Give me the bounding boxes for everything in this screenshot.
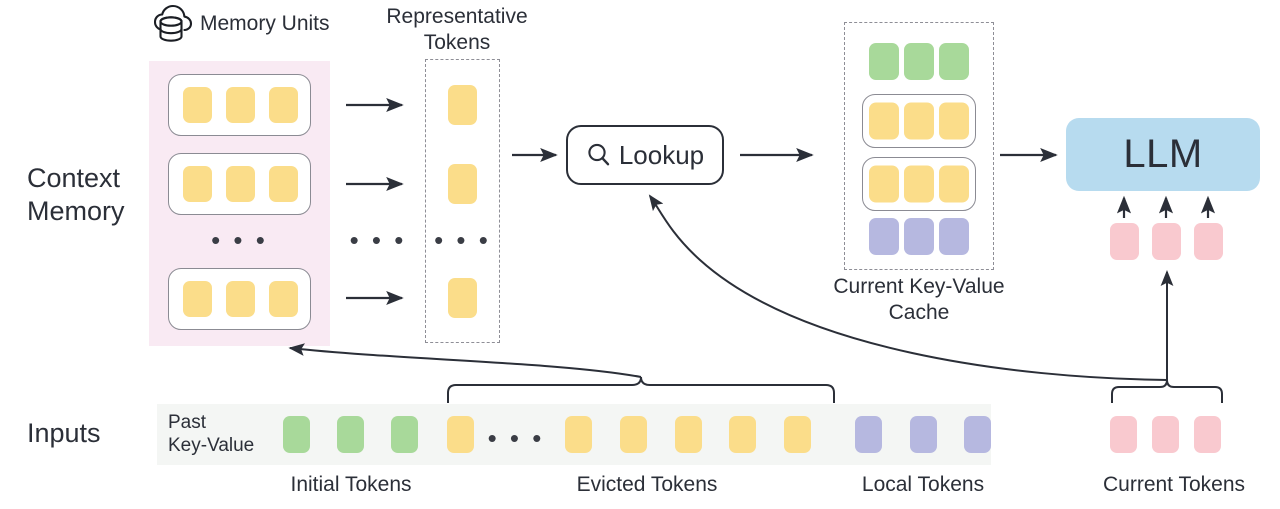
past-key-value-label: Past Key-Value	[168, 412, 255, 457]
kv-cache-retrieved-token	[904, 165, 934, 203]
input-local-token	[910, 416, 937, 453]
arrow-evicted-to-context-memory	[288, 343, 642, 378]
memory-to-rep-arrows-ellipsis: • • •	[349, 225, 407, 255]
inputs-row-label: Inputs	[27, 418, 101, 448]
input-evicted-token	[620, 416, 647, 453]
input-evicted-ellipsis: • • •	[487, 423, 545, 453]
representative-tokens-container	[425, 59, 500, 343]
representative-token-2	[448, 164, 477, 204]
llm-label: LLM	[1123, 132, 1203, 176]
memory-unit-1[interactable]	[168, 74, 311, 136]
input-evicted-token	[447, 416, 474, 453]
memory-token	[183, 166, 212, 202]
evicted-tokens-label: Evicted Tokens	[576, 473, 718, 496]
search-icon	[586, 142, 612, 168]
cloud-database-icon	[153, 4, 198, 46]
current-tokens-label: Current Tokens	[1102, 473, 1246, 496]
kv-cache-memory-unit-1	[862, 94, 976, 148]
input-evicted-token	[565, 416, 592, 453]
kv-cache-retrieved-token	[869, 102, 899, 140]
representative-token-1	[448, 85, 477, 125]
kv-cache-memory-unit-2	[862, 157, 976, 211]
representative-token-3	[448, 278, 477, 318]
memory-unit-3[interactable]	[168, 268, 311, 330]
lookup-button[interactable]: Lookup	[566, 125, 724, 185]
llm-input-token	[1194, 223, 1223, 260]
context-memory-label: Context Memory	[27, 163, 125, 226]
kv-cache-initial-token	[904, 43, 934, 80]
kv-cache-label: Current Key-Value Cache	[833, 275, 1005, 324]
representative-tokens-ellipsis: • • •	[434, 225, 491, 255]
local-tokens-label: Local Tokens	[861, 473, 985, 496]
kv-cache-retrieved-token	[939, 102, 969, 140]
kv-cache-retrieved-token	[939, 165, 969, 203]
memory-units-label: Memory Units	[200, 12, 330, 35]
kv-cache-retrieved-token	[869, 165, 899, 203]
input-current-token	[1152, 416, 1179, 453]
memory-token	[226, 166, 255, 202]
input-current-token	[1194, 416, 1221, 453]
memory-unit-2[interactable]	[168, 153, 311, 215]
current-tokens-brace	[1111, 379, 1223, 403]
input-evicted-token	[729, 416, 756, 453]
memory-token	[183, 87, 212, 123]
memory-token	[183, 281, 212, 317]
kv-cache-local-token	[939, 218, 969, 255]
llm-input-token	[1110, 223, 1139, 260]
input-local-token	[855, 416, 882, 453]
input-local-token	[964, 416, 991, 453]
memory-token	[226, 87, 255, 123]
input-evicted-token	[784, 416, 811, 453]
memory-token	[269, 87, 298, 123]
llm-box[interactable]: LLM	[1066, 118, 1260, 191]
lookup-label: Lookup	[618, 139, 705, 170]
input-initial-token	[337, 416, 364, 453]
memory-units-ellipsis: • • •	[211, 225, 268, 255]
memory-token	[226, 281, 255, 317]
evicted-tokens-brace	[447, 376, 835, 403]
memory-token	[269, 281, 298, 317]
initial-tokens-label: Initial Tokens	[290, 473, 412, 496]
input-current-token	[1110, 416, 1137, 453]
input-evicted-token	[675, 416, 702, 453]
kv-cache-initial-token	[939, 43, 969, 80]
kv-cache-local-token	[904, 218, 934, 255]
kv-cache-initial-token	[869, 43, 899, 80]
kv-cache-local-token	[869, 218, 899, 255]
kv-cache-retrieved-token	[904, 102, 934, 140]
input-initial-token	[283, 416, 310, 453]
llm-input-token	[1152, 223, 1181, 260]
input-initial-token	[391, 416, 418, 453]
representative-tokens-label: Representative Tokens	[386, 5, 528, 54]
memory-token	[269, 166, 298, 202]
